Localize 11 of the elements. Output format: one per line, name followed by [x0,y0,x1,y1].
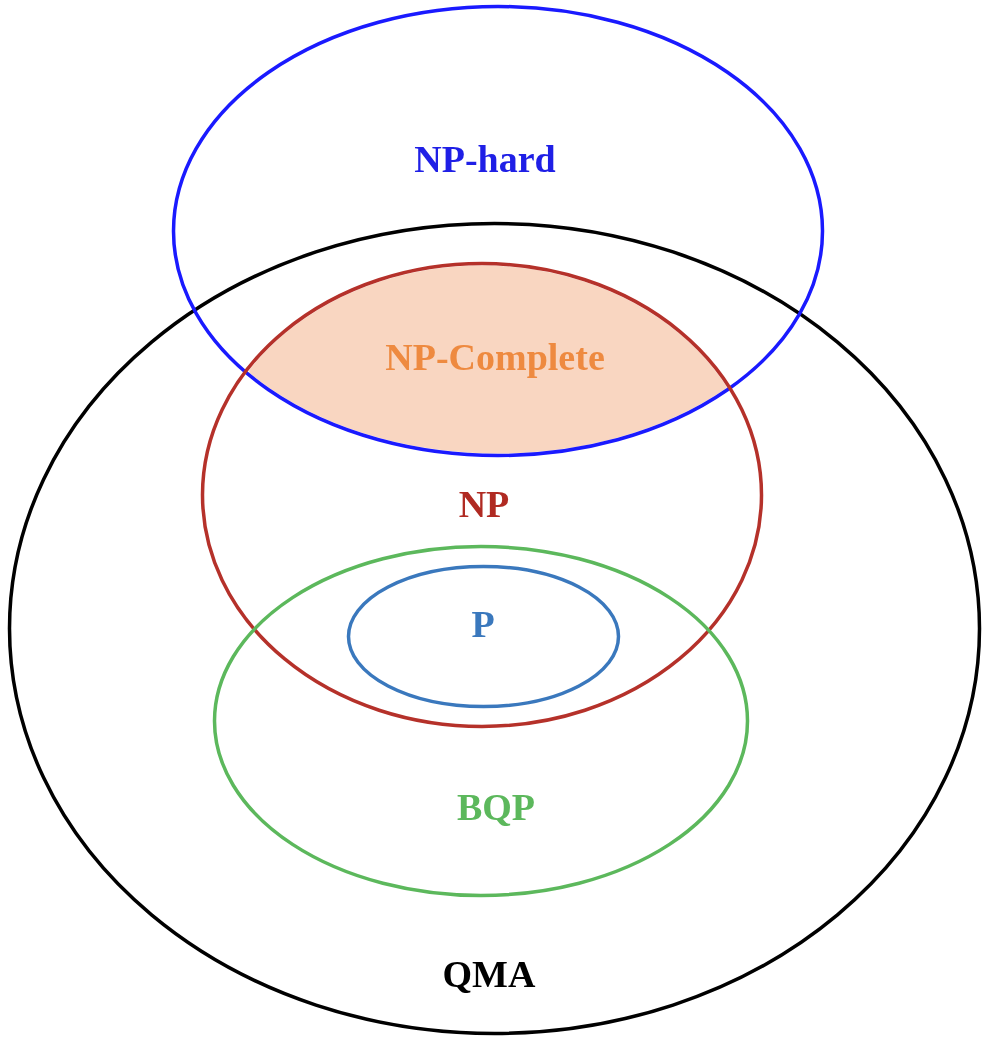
set-label: P [471,604,495,646]
set-ellipse [172,5,824,457]
set-ellipse [8,222,981,1035]
set-ellipse [201,262,763,728]
set-label: NP-hard [414,139,556,181]
set-label: QMA [442,954,536,996]
set-ellipse [347,565,620,708]
set-label: BQP [456,787,536,829]
set-ellipse [213,545,749,897]
set-label: NP-Complete [385,337,605,379]
set-label: NP [458,484,510,526]
